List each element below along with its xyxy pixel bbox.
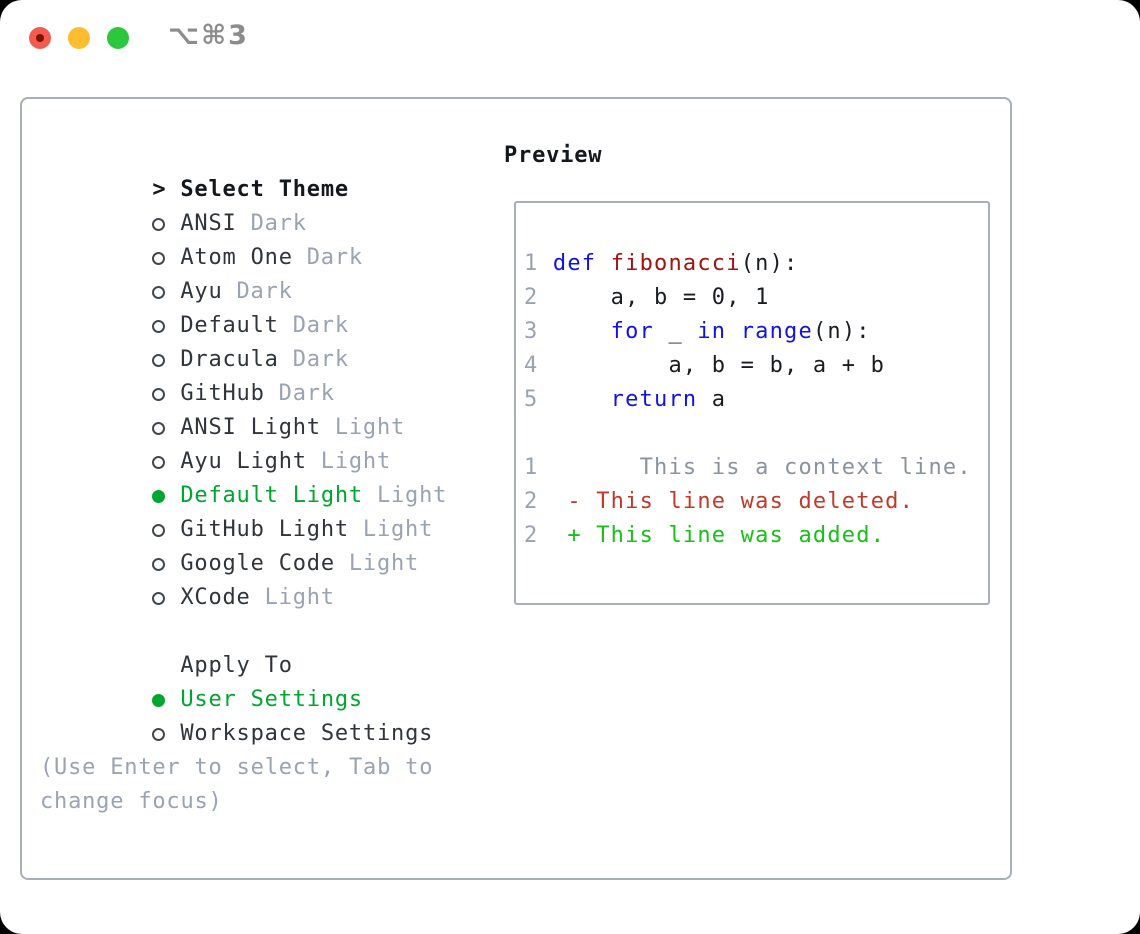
radio-icon xyxy=(152,207,180,241)
code-line: 4 a, b = b, a + b xyxy=(524,353,886,378)
radio-icon xyxy=(152,581,180,615)
radio-icon xyxy=(152,717,180,751)
radio-icon xyxy=(152,377,180,411)
diff-line-added: 2 + This line was added. xyxy=(524,523,886,548)
diff-line-deleted: 2 - This line was deleted. xyxy=(524,489,915,514)
radio-icon-selected xyxy=(152,683,180,717)
preview-pane: 1 def fibonacci(n): 2 a, b = 0, 1 3 for … xyxy=(514,201,990,605)
theme-selector-header: > Select Theme xyxy=(40,139,447,202)
radio-icon xyxy=(152,513,180,547)
code-line: 3 for _ in range(n): xyxy=(524,319,871,344)
blank-line xyxy=(524,417,980,451)
radio-icon xyxy=(152,309,180,343)
preview-section: Preview 1 def fibonacci(n): 2 a, b = 0, … xyxy=(504,139,990,605)
minimize-button[interactable] xyxy=(68,27,90,49)
zoom-button[interactable] xyxy=(107,27,129,49)
theme-selector-title: Select Theme xyxy=(180,177,349,202)
help-text-line-2: change focus) xyxy=(40,789,223,814)
code-line: 1 def fibonacci(n): xyxy=(524,251,799,276)
code-line: 5 return a xyxy=(524,387,727,412)
radio-icon xyxy=(152,343,180,377)
preview-header: Preview xyxy=(504,143,603,168)
diff-line-context: 1 This is a context line. xyxy=(524,455,972,480)
apply-option-user-settings[interactable]: User Settings xyxy=(40,649,447,712)
apply-to-header: Apply To xyxy=(180,653,293,678)
radio-icon xyxy=(152,547,180,581)
apply-option-workspace-settings[interactable]: Workspace Settings xyxy=(40,683,447,746)
traffic-lights xyxy=(29,27,129,49)
radio-icon xyxy=(152,411,180,445)
radio-icon xyxy=(152,445,180,479)
code-line: 2 a, b = 0, 1 xyxy=(524,285,770,310)
prompt-icon: > xyxy=(152,177,167,202)
close-button[interactable] xyxy=(29,27,51,49)
window-shortcut-label: ⌥⌘3 xyxy=(168,20,249,51)
radio-icon-selected xyxy=(152,479,180,513)
radio-icon xyxy=(152,275,180,309)
help-text-line-1: (Use Enter to select, Tab to xyxy=(40,755,434,780)
radio-icon xyxy=(152,241,180,275)
